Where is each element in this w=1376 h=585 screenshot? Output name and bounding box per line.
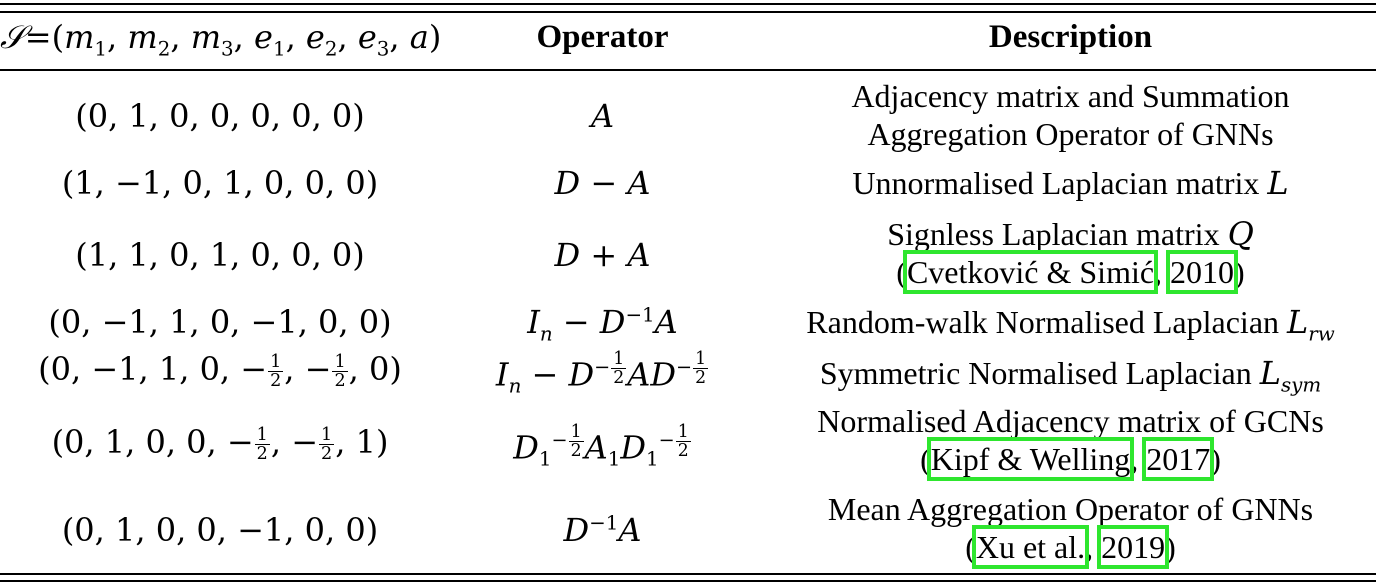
- row-7-signature: (0, 1, 0, 0, −1, 0, 0): [61, 511, 379, 549]
- citation-year-2019[interactable]: 2019: [1097, 525, 1170, 569]
- row-2-signature: (1, −1, 0, 1, 0, 0, 0): [61, 164, 379, 202]
- citation-authors-cvetkovic-simic[interactable]: Cvetković & Simić: [902, 250, 1159, 294]
- row-5-description-symbol: L: [1259, 354, 1281, 392]
- row-6-description-text: Normalised Adjacency matrix of GCNs: [817, 403, 1324, 439]
- bottom-rule-1: [0, 573, 1376, 575]
- header-operator-label: Operator: [536, 19, 669, 55]
- top-rule-2: [0, 11, 1376, 13]
- row-4-description-symbol: L: [1287, 303, 1309, 341]
- row-1-operator: A: [590, 97, 615, 135]
- header-operator: Operator: [440, 15, 765, 65]
- row-4-operator: In − D−1A: [527, 303, 678, 346]
- header-description: Description: [765, 15, 1376, 65]
- row-3-signature: (1, 1, 0, 1, 0, 0, 0): [75, 236, 365, 274]
- header-signature: 𝒮=(m1, m2, m3, e1, e2, e3, a): [0, 18, 442, 61]
- row-2-description: Unnormalised Laplacian matrix L: [765, 164, 1376, 202]
- citation-authors-xu-et-al[interactable]: Xu et al.: [971, 525, 1090, 569]
- bottom-rule-2: [0, 580, 1376, 582]
- row-7-description-text: Mean Aggregation Operator of GNNs: [827, 491, 1314, 527]
- citation-year-2017[interactable]: 2017: [1142, 437, 1215, 481]
- row-6-description: Normalised Adjacency matrix of GCNs (Kip…: [765, 402, 1376, 481]
- row-3-description-text: Signless Laplacian matrix: [887, 216, 1220, 252]
- row-5-description-subscript: sym: [1280, 373, 1322, 397]
- header-rule: [0, 69, 1376, 71]
- top-rule-1: [0, 3, 1376, 5]
- row-2-operator: D − A: [554, 164, 651, 202]
- row-3-description-symbol: Q: [1227, 215, 1254, 253]
- row-7-citation: (Xu et al., 2019): [965, 525, 1176, 569]
- row-7-operator: D−1A: [563, 511, 642, 549]
- row-4-description: Random-walk Normalised Laplacian Lrw: [765, 303, 1376, 344]
- row-1-signature: (0, 1, 0, 0, 0, 0, 0): [75, 97, 365, 135]
- citation-authors-kipf-welling[interactable]: Kipf & Welling: [926, 437, 1135, 481]
- row-5-description: Symmetric Normalised Laplacian Lsym: [765, 354, 1376, 395]
- row-3-description: Signless Laplacian matrix Q (Cvetković &…: [765, 215, 1376, 294]
- row-4-signature: (0, −1, 1, 0, −1, 0, 0): [48, 303, 392, 341]
- row-7-description: Mean Aggregation Operator of GNNs (Xu et…: [765, 490, 1376, 569]
- row-1-description-line1: Adjacency matrix and Summation: [851, 78, 1290, 114]
- row-3-citation: (Cvetković & Simić, 2010): [896, 250, 1245, 294]
- row-6-citation: (Kipf & Welling, 2017): [920, 437, 1221, 481]
- row-2-description-text: Unnormalised Laplacian matrix: [852, 165, 1260, 201]
- row-4-description-text: Random-walk Normalised Laplacian: [806, 304, 1280, 340]
- row-1-description: Adjacency matrix and Summation Aggregati…: [765, 77, 1376, 153]
- row-2-description-symbol: L: [1267, 164, 1289, 202]
- row-3-operator: D + A: [554, 236, 651, 274]
- row-4-description-subscript: rw: [1308, 322, 1335, 346]
- header-description-label: Description: [988, 19, 1153, 55]
- row-5-description-text: Symmetric Normalised Laplacian: [819, 355, 1252, 391]
- row-1-description-line2: Aggregation Operator of GNNs: [867, 116, 1274, 152]
- citation-year-2010[interactable]: 2010: [1166, 250, 1239, 294]
